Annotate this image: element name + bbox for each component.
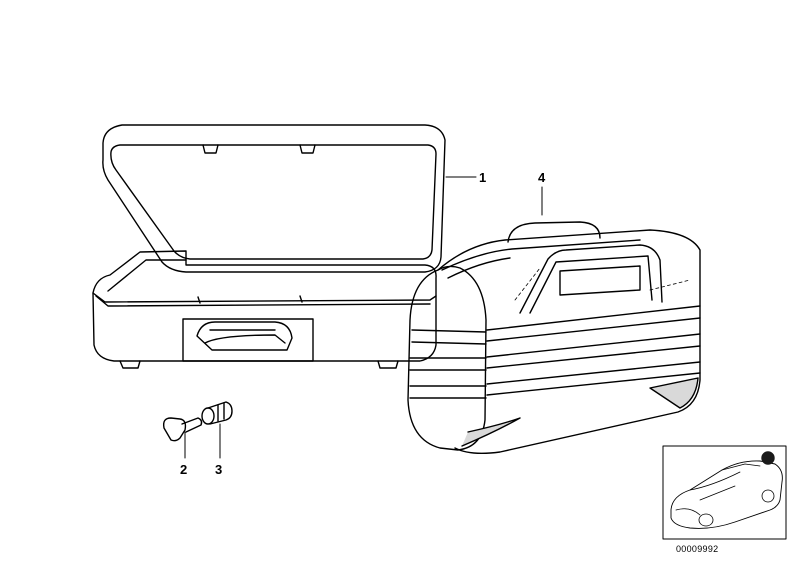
case-foot-right [377, 360, 399, 369]
bag-end-panel [407, 265, 487, 451]
key-head [162, 417, 187, 442]
car-silhouette [670, 460, 783, 529]
case-lid-outer [102, 124, 446, 273]
lock-cylinder-illustration [201, 401, 233, 425]
leader-lines [184, 176, 543, 459]
reference-code: 00009992 [676, 544, 719, 554]
hard-case-illustration [92, 124, 446, 369]
callout-2: 2 [180, 462, 188, 477]
bag-strap [519, 244, 663, 314]
inset-car-thumbnail [662, 445, 787, 540]
bag-body-outline [437, 229, 701, 455]
bag-rib-2 [486, 333, 701, 358]
case-base-rim [92, 292, 437, 303]
inset-frame [662, 445, 787, 540]
lid-hinge-left [202, 144, 219, 154]
bag-rib-1 [486, 305, 701, 331]
case-handle [196, 321, 293, 351]
callout-4: 4 [538, 170, 546, 185]
bag-rib-3 [486, 361, 701, 385]
soft-bag-illustration [407, 221, 701, 455]
key-illustration [162, 417, 203, 442]
handle-recess [182, 318, 314, 362]
case-lid-inner [110, 144, 437, 260]
case-base-body [92, 250, 437, 362]
bag-handle [507, 221, 601, 243]
bag-badge [559, 265, 641, 296]
callout-1: 1 [479, 170, 487, 185]
location-marker [761, 451, 775, 465]
lid-hinge-right [299, 144, 316, 154]
case-foot-left [119, 360, 141, 369]
callout-3: 3 [215, 462, 223, 477]
lock-face [201, 407, 215, 425]
